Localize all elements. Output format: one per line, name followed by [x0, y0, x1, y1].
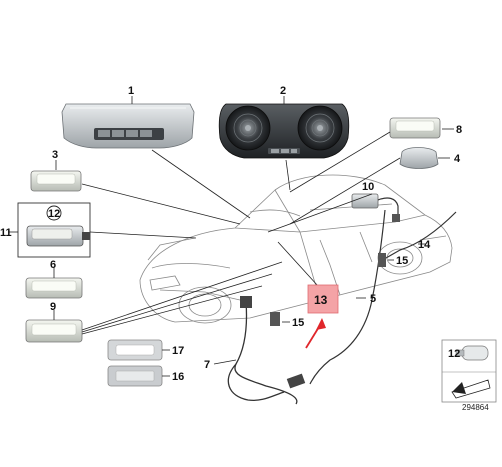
callout-2: 2: [280, 85, 286, 97]
connector-7a: [240, 296, 252, 308]
inset-bulb-panel: [441, 339, 497, 403]
highlight-part-13: [307, 284, 339, 314]
callout-5: 5: [370, 293, 376, 305]
part-front-roof-console: [61, 103, 195, 149]
wiring-7: [227, 301, 298, 405]
leader-lines: [8, 96, 454, 377]
callout-11: 11: [0, 227, 12, 239]
callout-3: 3: [52, 149, 58, 161]
callout-9: 9: [50, 301, 56, 313]
part-8-lamp: [389, 117, 441, 139]
callout-12: 12: [48, 208, 60, 220]
callout-1: 1: [128, 85, 134, 97]
callout-8: 8: [456, 124, 462, 136]
callout-15-lower: 15: [292, 317, 304, 329]
part-17-frame: [107, 339, 163, 361]
part-4-lamp: [399, 147, 439, 169]
connector-15-upper: [378, 253, 386, 267]
part-11-group: [17, 202, 91, 258]
callout-13: 13: [314, 293, 328, 307]
part-3-lamp: [30, 170, 82, 192]
callout-7: 7: [204, 359, 210, 371]
part-rear-roof-console: [218, 103, 350, 159]
inset-label-12: 12: [448, 348, 460, 360]
callout-10: 10: [362, 181, 374, 193]
callout-6: 6: [50, 259, 56, 271]
car-outline: [139, 174, 453, 324]
red-arrow-icon: [305, 318, 326, 349]
callout-17: 17: [172, 345, 184, 357]
diagram-id: 294864: [462, 403, 489, 412]
connector-7b: [286, 373, 306, 389]
callout-4: 4: [454, 153, 461, 165]
callout-16: 16: [172, 371, 184, 383]
callout-labels: 1 2 3 4 5 6 7 8 9 10 11 12 13 14 15 15 1…: [0, 85, 489, 412]
part-9-lamp: [25, 319, 83, 343]
ruler-arrow-icon: [451, 379, 491, 399]
part-16-frame: [107, 365, 163, 387]
callout-14: 14: [418, 239, 431, 251]
connector-15-lower: [270, 312, 280, 326]
bulb-icon: [455, 345, 489, 361]
part-10-module: [351, 193, 400, 222]
part-6-lamp: [25, 277, 83, 299]
wiring-harness: [309, 209, 457, 385]
callout-15-upper: 15: [396, 255, 408, 267]
